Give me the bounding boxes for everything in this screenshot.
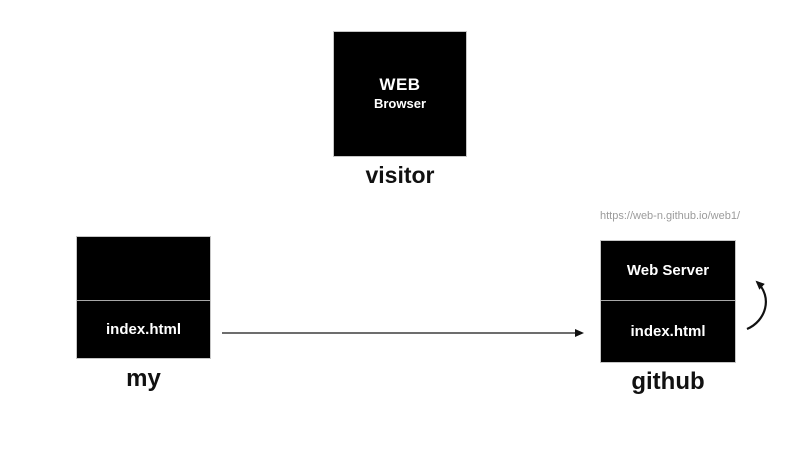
my-computer-box: index.html xyxy=(76,236,211,359)
my-index-html-label: index.html xyxy=(105,321,181,338)
web-server-label: Web Server xyxy=(601,241,735,301)
web-browser-title: WEB xyxy=(379,74,421,94)
my-label: my xyxy=(126,365,161,392)
my-box-empty-section xyxy=(77,237,210,301)
web-browser-box: WEB Browser xyxy=(333,31,467,157)
github-label: github xyxy=(631,368,705,395)
visitor-label: visitor xyxy=(365,162,435,188)
github-index-html-label: index.html xyxy=(630,323,706,340)
web-browser-subtitle: Browser xyxy=(373,96,427,112)
github-pages-url: https://web-n.github.io/web1/ xyxy=(599,210,741,222)
serve-loop-curved-arrow-icon xyxy=(746,280,767,331)
github-server-box: Web Server index.html xyxy=(600,240,736,363)
